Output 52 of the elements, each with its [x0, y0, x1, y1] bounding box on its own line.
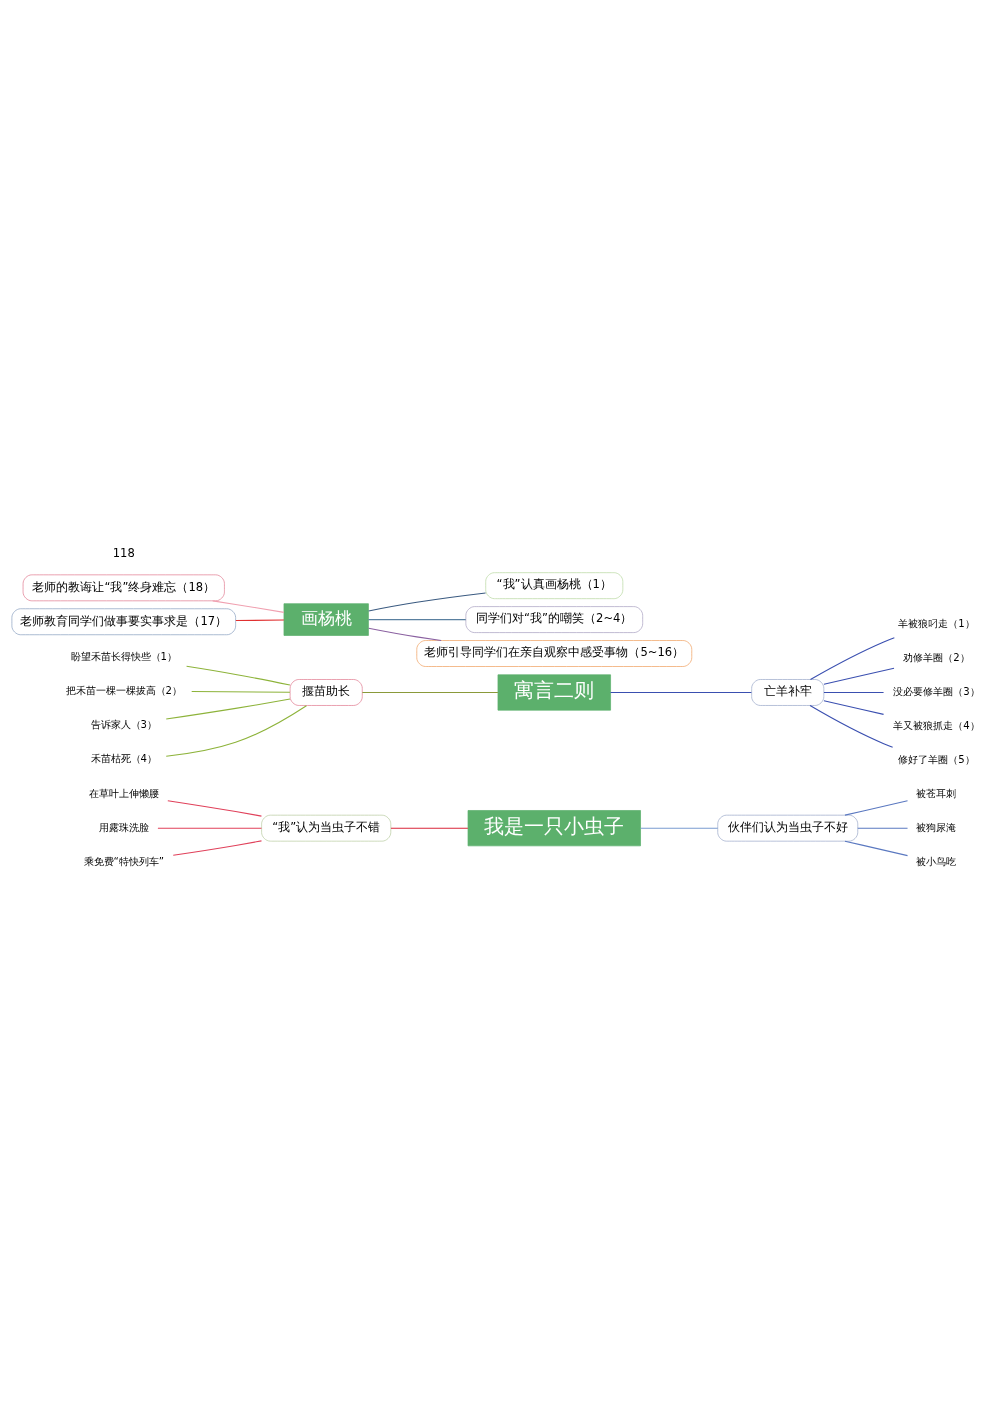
node-text: 被小鸟吃 — [915, 855, 956, 867]
connector — [609, 691, 752, 693]
connector — [185, 665, 290, 686]
node-text: 没必要修羊圈（3） — [892, 686, 980, 698]
connector — [156, 827, 262, 829]
node-box: “我”认真画杨桃（1） — [484, 572, 623, 599]
connector — [211, 600, 284, 613]
connector — [843, 800, 908, 816]
connector — [367, 592, 486, 612]
connector — [639, 827, 718, 829]
node-text: 修好了羊圈（5） — [897, 754, 975, 765]
node-text: 被狗尿淹 — [915, 821, 956, 833]
connector — [165, 705, 307, 757]
connector — [172, 840, 262, 856]
node-text: 乘免费“特快列车” — [83, 855, 164, 867]
node-text: 把禾苗一棵一棵拔高（2） — [65, 684, 182, 696]
node-box: 寓言二则 — [497, 674, 611, 711]
node-box: 画杨桃 — [283, 603, 369, 636]
connector — [389, 827, 468, 829]
connector — [843, 840, 908, 857]
connector — [809, 705, 893, 748]
connector — [361, 691, 498, 693]
node-text: 羊又被狼抓走（4） — [892, 720, 980, 732]
connector — [809, 637, 895, 680]
node-box: 老师引导同学们在亲自观察中感受事物（5~16） — [415, 640, 692, 667]
connector — [367, 619, 466, 621]
connector — [856, 827, 908, 829]
node-box: 同学们对“我”的嘲笑（2~4） — [465, 606, 643, 633]
connector — [165, 698, 291, 720]
connector — [166, 800, 262, 817]
node-text: 告诉家人（3） — [90, 718, 157, 730]
node-text: 在草叶上伸懒腰 — [88, 787, 159, 799]
connector — [234, 619, 284, 622]
node-box: 老师的教诲让“我”终身难忘（18） — [22, 574, 225, 602]
node-text: 禾苗枯死（4） — [90, 752, 157, 764]
node-box: 老师教育同学们做事要实事求是（17） — [11, 608, 236, 636]
node-text: 盼望禾苗长得快些（1） — [70, 650, 177, 662]
node-text: 用露珠洗脸 — [98, 821, 149, 833]
connector — [822, 691, 884, 693]
node-box: 我是一只小虫子 — [467, 810, 641, 847]
connector — [822, 667, 895, 685]
connector — [822, 700, 884, 715]
node-box: 伙伴们认为当虫子不好 — [716, 814, 858, 842]
node-text: 羊被狼叼走（1） — [897, 618, 975, 630]
connector — [190, 691, 290, 693]
node-text: 劝修羊圈（2） — [902, 652, 970, 664]
node-box: “我”认为当虫子不错 — [260, 814, 391, 842]
label: 118 — [112, 545, 135, 560]
node-box: 揠苗助长 — [289, 679, 363, 706]
node-text: 被苍耳刺 — [915, 787, 956, 799]
node-box: 亡羊补牢 — [750, 679, 824, 706]
connector — [367, 627, 442, 642]
